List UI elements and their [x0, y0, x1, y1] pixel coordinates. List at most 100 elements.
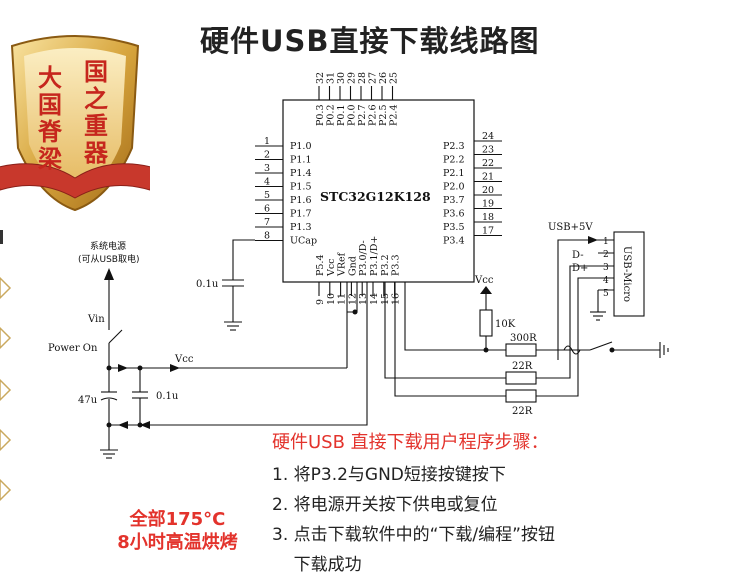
bake-line-1: 全部175°C [129, 509, 226, 530]
vcc-left-label: Vcc [174, 354, 194, 365]
chip-pin-label: P3.6 [443, 209, 465, 220]
chip-pin-label: P2.0 [443, 182, 465, 193]
steps-heading: 硬件USB 直接下载用户程序步骤： [272, 432, 549, 453]
r-10k-label: 10K [495, 319, 516, 330]
chip-pin-label: P0.3 [315, 104, 326, 126]
chip-pin-label: P0.2 [326, 104, 337, 126]
chip-pin-label: P5.4 [315, 254, 326, 276]
chip-pin-number: 21 [482, 172, 494, 183]
badge-char: 梁 [37, 144, 62, 173]
step-item: 下载成功 [272, 555, 362, 575]
chip-pin-number: 11 [337, 293, 348, 305]
chip-pin-number: 26 [378, 72, 389, 84]
chip-pin-number: 16 [391, 293, 402, 305]
chip-pin-label: Gnd [347, 256, 358, 276]
chip-pin-label: P1.4 [290, 168, 312, 179]
badge-char: 国 [38, 90, 62, 119]
r-300-label: 300R [510, 333, 537, 344]
power-on-label: Power On [48, 343, 98, 354]
chip-name: STC32G12K128 [320, 189, 431, 204]
r-22a-label: 22R [512, 361, 533, 372]
chip-pin-label: P3.1/D+ [369, 236, 380, 276]
chip-pin-label: P2.4 [389, 104, 400, 126]
badge-char: 器 [83, 138, 109, 167]
chip-pin-label: VRef [337, 251, 348, 277]
chip-pin-label: P1.5 [290, 182, 312, 193]
chip-pin-label: P1.6 [290, 195, 312, 206]
usb-pin-num: 3 [603, 263, 609, 273]
chip-pin-number: 25 [389, 72, 400, 84]
chip-pin-label: P1.1 [290, 155, 312, 166]
chip-pin-number: 23 [482, 145, 494, 156]
chip-pin-number: 31 [326, 72, 337, 84]
chip-pin-label: P2.2 [443, 155, 465, 166]
cap-ucap-label: 0.1u [196, 279, 219, 290]
vcc-right-label: Vcc [474, 275, 494, 286]
chip-pin-label: P2.5 [378, 104, 389, 126]
usb-pin-num: 1 [603, 237, 609, 247]
chip-pin-number: 4 [264, 177, 270, 188]
chip-pin-number: 2 [264, 150, 270, 161]
chip-pin-number: 8 [264, 231, 270, 242]
bake-note: 全部175°C 8小时高温烘烤 [85, 508, 270, 554]
chip-pin-number: 29 [347, 72, 358, 84]
chip-pin-label: P3.3 [391, 254, 402, 276]
chip-pin-label: P1.7 [290, 209, 312, 220]
chip-pin-number: 6 [264, 204, 270, 215]
chip-pin-label: Vcc [326, 258, 337, 277]
chip-pin-label: P3.5 [443, 222, 465, 233]
r-22b-label: 22R [512, 406, 533, 417]
chip-pin-label: P2.1 [443, 168, 465, 179]
d-minus-label: D- [572, 250, 584, 261]
badge-logo: 大 国 国 之 脊 重 梁 器 [0, 35, 150, 212]
chip-pin-label: P0.0 [347, 104, 358, 126]
cap-47-label: 47u [78, 395, 98, 406]
chip-pin-number: 12 [347, 293, 358, 305]
badge-char: 重 [84, 111, 108, 140]
usb-pin-num: 2 [603, 250, 609, 260]
vin-label: Vin [87, 314, 105, 325]
badge-char: 大 [38, 63, 62, 92]
badge-char: 脊 [37, 117, 63, 146]
chip-pin-number: 19 [482, 199, 494, 210]
step-item: 2. 将电源开关按下供电或复位 [272, 495, 498, 515]
bake-line-2: 8小时高温烘烤 [117, 532, 238, 553]
chip-pin-number: 17 [482, 226, 494, 237]
usb-pin-num: 5 [603, 289, 609, 299]
chip-pin-number: 24 [482, 131, 494, 142]
chip-pin-number: 13 [358, 293, 369, 305]
chip-pin-number: 22 [482, 158, 494, 169]
chip-pin-number: 30 [336, 72, 347, 84]
usb-pin-num: 4 [603, 276, 609, 286]
chip-pin-label: P1.3 [290, 222, 312, 233]
chip-pin-number: 10 [326, 293, 337, 305]
usb-connector-label: USB-Micro [621, 246, 632, 302]
chip-pin-number: 3 [264, 163, 270, 174]
download-steps: 硬件USB 直接下载用户程序步骤： 1. 将P3.2与GND短接按键按下 2. … [272, 428, 722, 580]
chip-pin-label: P3.0/D- [358, 240, 369, 276]
mcu-chip [282, 99, 475, 283]
chip-pin-label: P2.6 [368, 104, 379, 126]
chip-pin-number: 28 [357, 72, 368, 84]
chip-pin-label: P3.2 [380, 254, 391, 276]
chip-pin-number: 20 [482, 185, 494, 196]
badge-char: 国 [84, 57, 108, 86]
step-item: 1. 将P3.2与GND短接按键按下 [272, 465, 506, 485]
cap-01-label: 0.1u [156, 391, 179, 402]
chip-pin-number: 14 [369, 293, 380, 305]
power-source-sub: (可从USB取电) [78, 253, 140, 265]
chip-pin-label: P2.7 [357, 104, 368, 126]
chip-pin-number: 18 [482, 212, 494, 223]
left-edge-decoration [0, 230, 12, 502]
chip-pin-number: 32 [315, 72, 326, 84]
chip-pin-label: P0.1 [336, 104, 347, 126]
chip-pin-number: 1 [264, 136, 270, 147]
chip-pin-label: P3.7 [443, 195, 465, 206]
page-title: 硬件USB直接下载线路图 [200, 24, 540, 58]
usb-5v-label: USB+5V [548, 222, 593, 233]
chip-pin-number: 7 [264, 217, 270, 228]
chip-pin-number: 27 [368, 72, 379, 84]
chip-pin-label: P3.4 [443, 236, 465, 247]
